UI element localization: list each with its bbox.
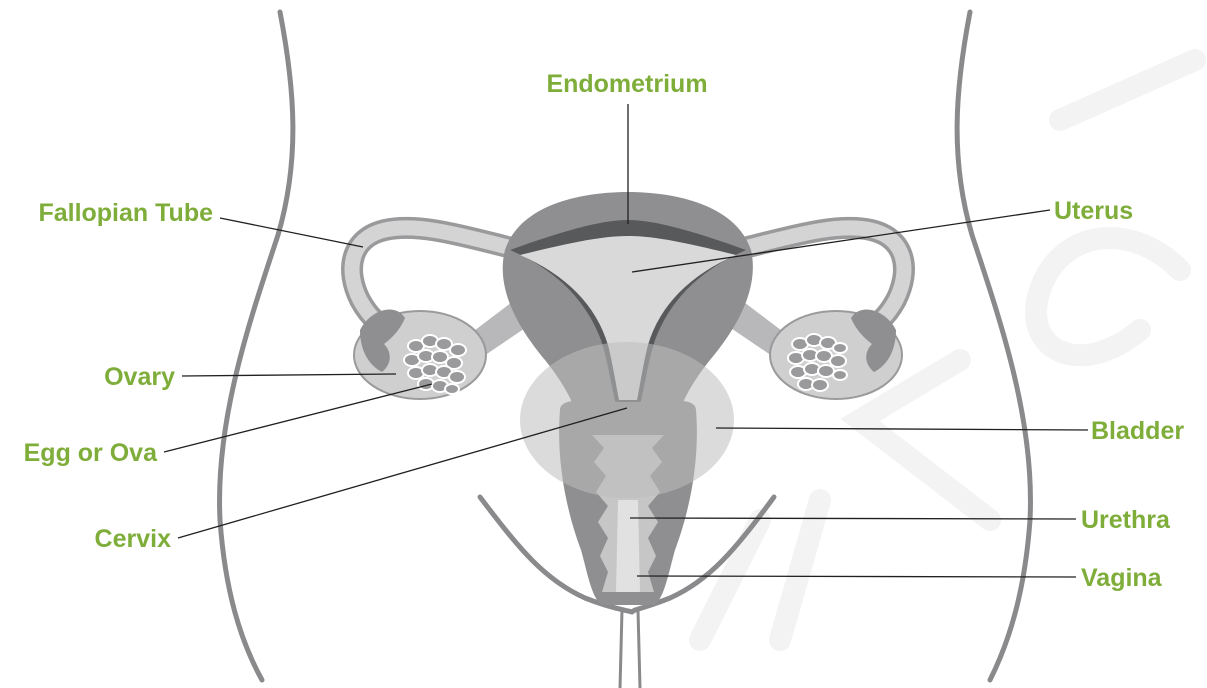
label-ovary: Ovary (104, 363, 175, 391)
urethra-tube (616, 500, 640, 592)
leader-fallopian-tube (220, 218, 363, 247)
label-endometrium: Endometrium (546, 70, 707, 98)
ovary-right (770, 309, 902, 399)
label-vagina: Vagina (1081, 564, 1163, 592)
leader-urethra (630, 518, 1076, 519)
label-bladder: Bladder (1091, 417, 1184, 445)
body-left-contour (220, 12, 293, 680)
legs-gap (620, 610, 640, 688)
bladder (520, 342, 734, 498)
body-right-contour (957, 12, 1030, 680)
label-urethra: Urethra (1081, 506, 1171, 534)
leader-bladder (716, 428, 1088, 430)
label-cervix: Cervix (95, 525, 172, 553)
watermark-stroke-4 (700, 500, 820, 640)
label-uterus: Uterus (1054, 197, 1133, 225)
watermark-stroke-1 (1060, 60, 1195, 120)
leader-egg-or-ova (164, 384, 432, 452)
ovary-left (354, 309, 486, 399)
watermark-stroke-2 (1036, 238, 1180, 355)
label-egg-or-ova: Egg or Ova (24, 439, 158, 467)
leg-line-left (620, 610, 622, 688)
leg-line-right (638, 610, 640, 688)
label-fallopian-tube: Fallopian Tube (38, 199, 213, 227)
